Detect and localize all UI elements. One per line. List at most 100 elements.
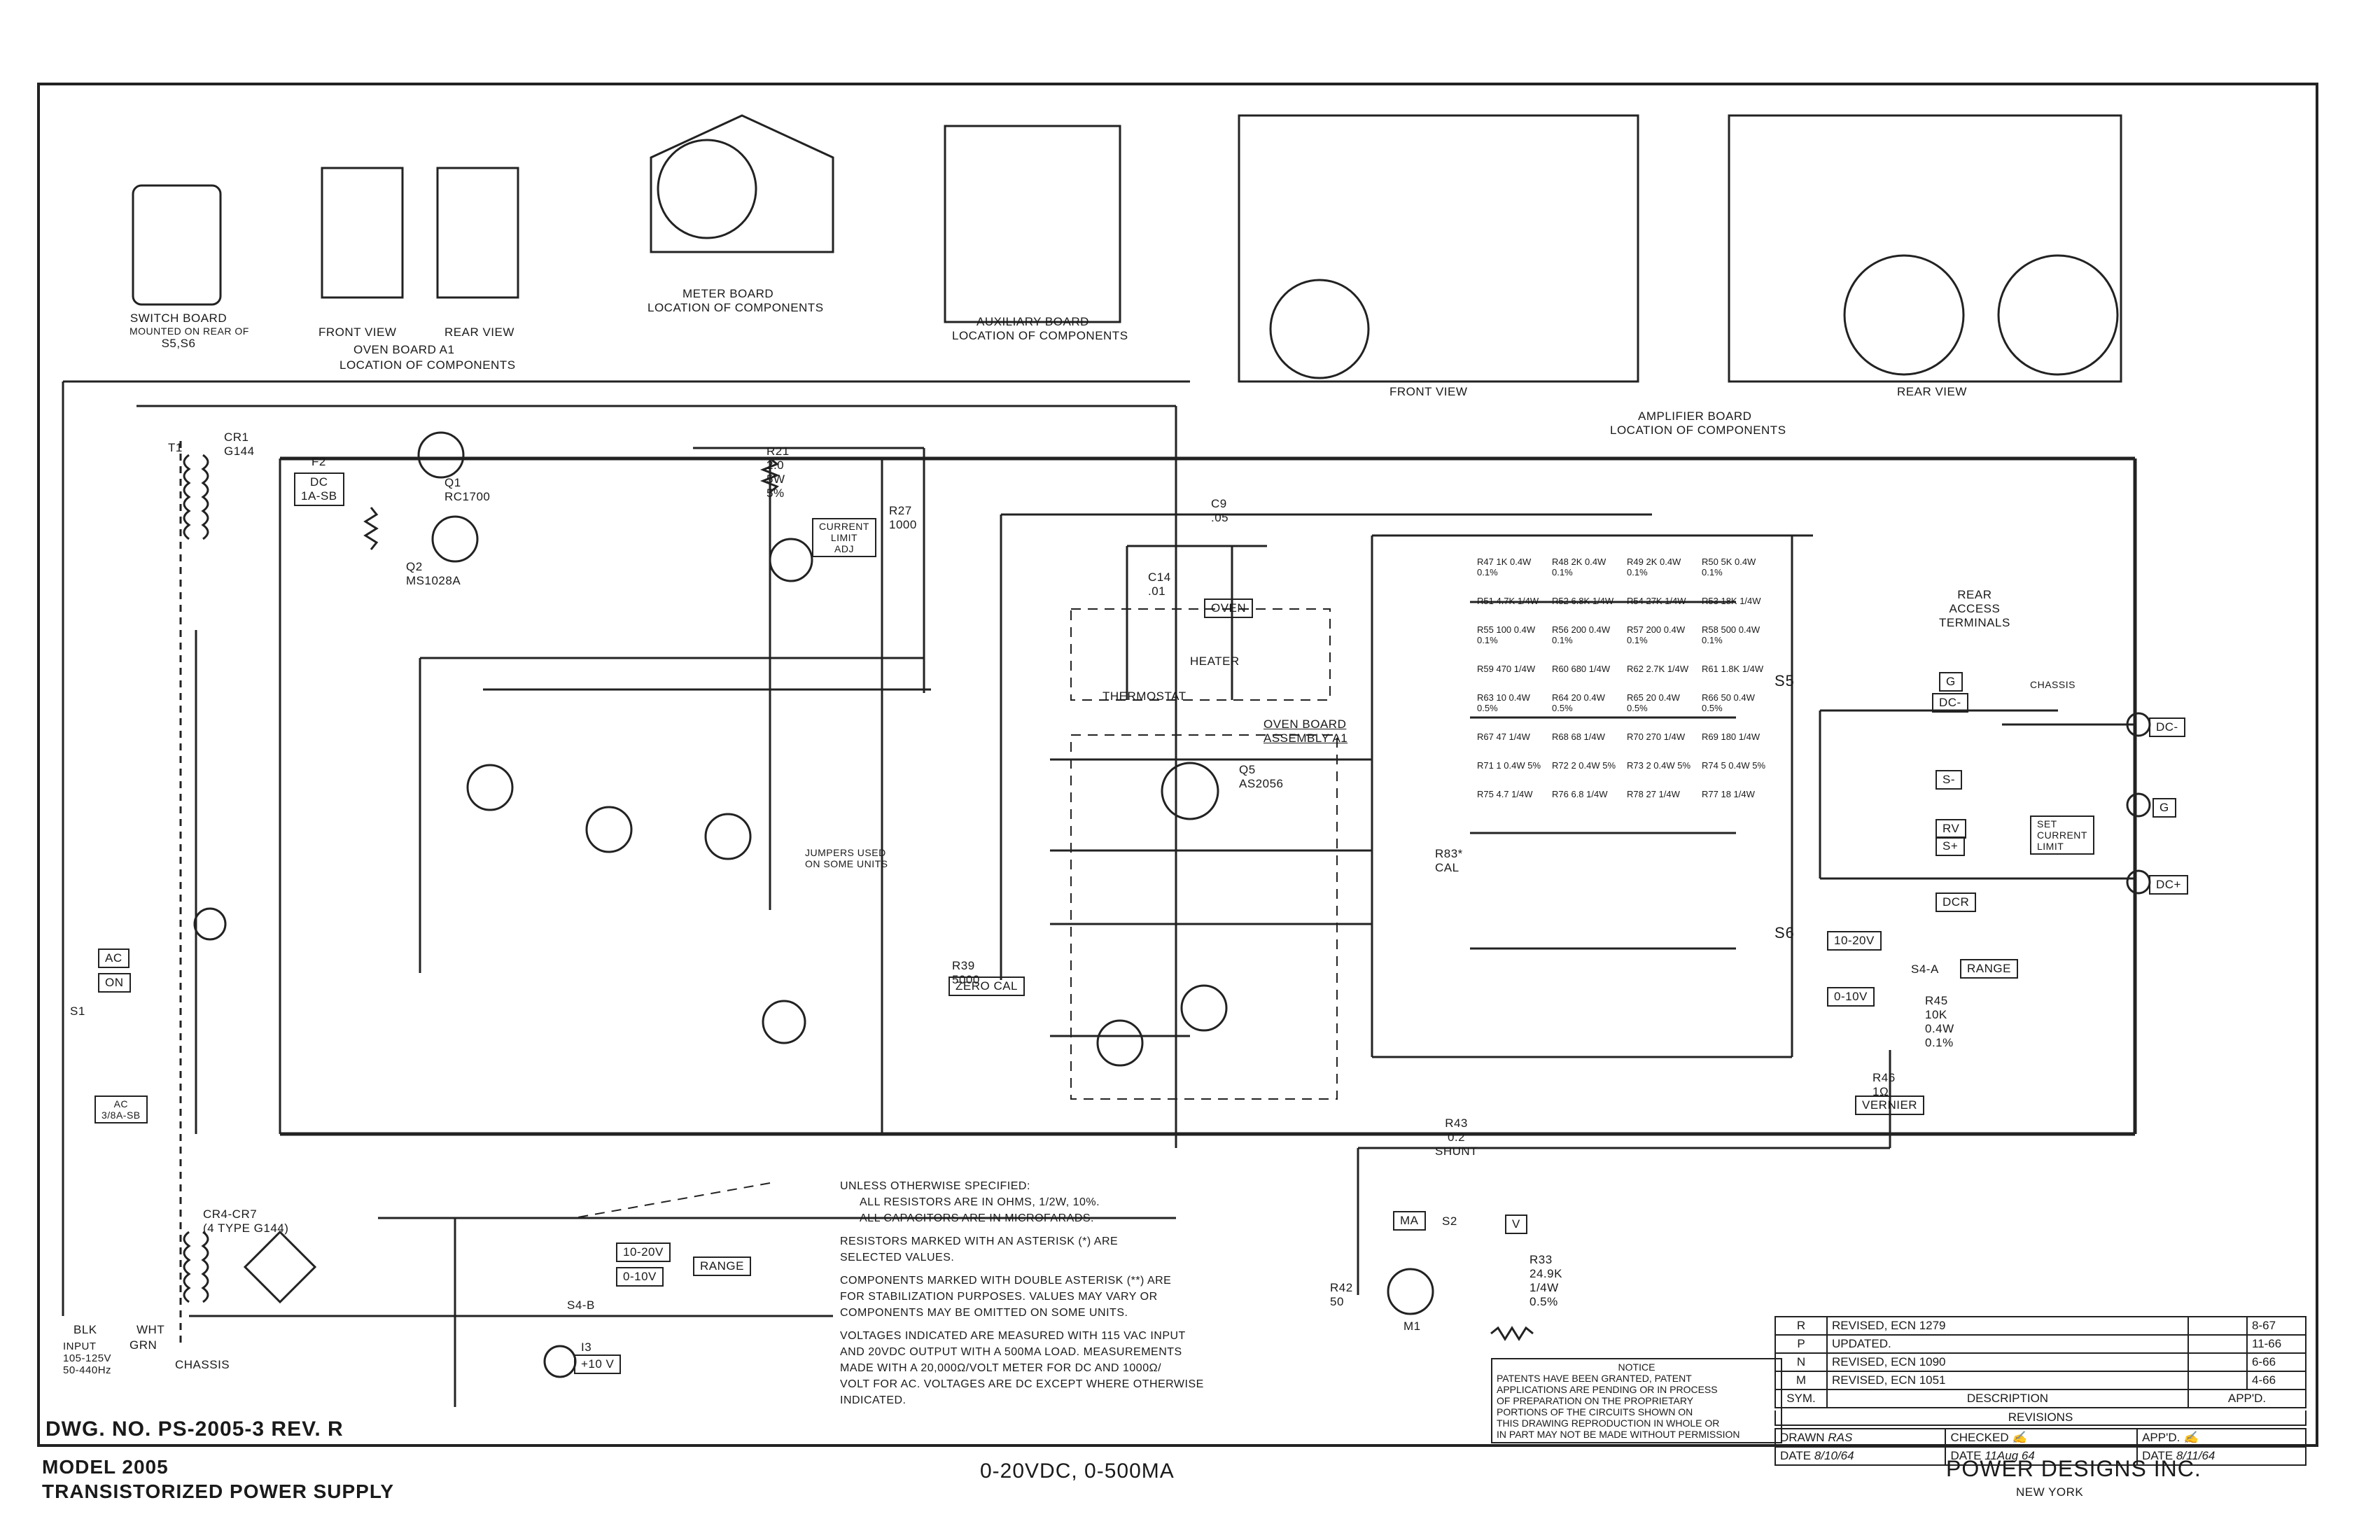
note-line: COMPONENTS MAY BE OMITTED ON SOME UNITS. — [840, 1307, 1128, 1319]
chassis-label-bottom: CHASSIS — [175, 1358, 230, 1371]
q5-label: Q5 AS2056 — [1239, 763, 1284, 790]
revision-row: R REVISED, ECN 1279 8-67 — [1774, 1316, 2306, 1336]
note-line: FOR STABILIZATION PURPOSES. VALUES MAY V… — [840, 1291, 1158, 1303]
r46-label: R46 1Ω — [1872, 1071, 1896, 1098]
drawing-number: DWG. NO. PS-2005-3 REV. R — [46, 1418, 344, 1441]
meter-v-label: V — [1505, 1214, 1527, 1234]
revision-date: 8-67 — [2246, 1316, 2306, 1336]
r39-label: R39 5000 — [952, 959, 980, 986]
resistor-cell: R63 10 0.4W 0.5% — [1477, 692, 1530, 713]
note-line: RESISTORS MARKED WITH AN ASTERISK (*) AR… — [840, 1236, 1119, 1247]
revision-row: P UPDATED. 11-66 — [1774, 1334, 2306, 1354]
company-name: POWER DESIGNS INC. — [1946, 1456, 2202, 1481]
ac-lamp-label: AC — [98, 948, 130, 968]
r21-label: R21 2.0 5W 5% — [766, 444, 790, 500]
drawn-by: RAS — [1828, 1431, 1853, 1444]
resistor-cell: R52 6.8K 1/4W — [1552, 596, 1614, 606]
s1-label: S1 — [70, 1004, 85, 1018]
terminal-rv-label: RV — [1935, 819, 1967, 839]
auxiliary-board-location-caption: LOCATION OF COMPONENTS — [952, 329, 1128, 342]
notice-line: PATENTS HAVE BEEN GRANTED, PATENT — [1497, 1373, 1692, 1384]
notice-title: NOTICE — [1618, 1362, 1656, 1373]
revision-description: REVISED, ECN 1279 — [1826, 1316, 2189, 1336]
range-label-a: RANGE — [1960, 959, 2018, 979]
revision-row: N REVISED, ECN 1090 6-66 — [1774, 1352, 2306, 1372]
resistor-cell: R54 27K 1/4W — [1627, 596, 1686, 606]
company-location: NEW YORK — [2016, 1485, 2084, 1499]
note-line: INDICATED. — [840, 1394, 906, 1406]
switch-board-caption: SWITCH BOARD MOUNTED ON REAR OF S5,S6 — [130, 312, 248, 351]
switch-board-title: SWITCH BOARD — [130, 312, 227, 325]
resistor-cell: R72 2 0.4W 5% — [1552, 760, 1616, 771]
output-rating: 0-20VDC, 0-500MA — [980, 1460, 1175, 1483]
notice-line: THIS DRAWING REPRODUCTION IN WHOLE OR — [1497, 1418, 1720, 1429]
resistor-cell: R56 200 0.4W 0.1% — [1552, 624, 1611, 645]
range-label-b: RANGE — [693, 1256, 751, 1276]
note-line: UNLESS OTHERWISE SPECIFIED: — [840, 1180, 1030, 1192]
note-line: VOLTAGES INDICATED ARE MEASURED WITH 115… — [840, 1330, 1186, 1342]
terminal-dc-minus-label: DC- — [1932, 693, 1968, 713]
revision-description: REVISED, ECN 1051 — [1826, 1371, 2189, 1390]
fuse-f2-label: F2 — [312, 455, 326, 468]
jumpers-note: JUMPERS USED ON SOME UNITS — [805, 847, 888, 869]
r33-label: R33 24.9K 1/4W 0.5% — [1530, 1253, 1562, 1308]
revision-date: 11-66 — [2246, 1334, 2306, 1354]
approval-table: DRAWN RAS CHECKED ✍ APP'D. ✍ DATE 8/10/6… — [1774, 1428, 2306, 1466]
current-limit-adj-label: CURRENT LIMIT ADJ — [812, 518, 876, 557]
revision-row: M REVISED, ECN 1051 4-66 — [1774, 1371, 2306, 1390]
resistor-cell: R61 1.8K 1/4W — [1702, 664, 1764, 674]
c9-label: C9 .05 — [1211, 497, 1229, 524]
revision-date: 6-66 — [2246, 1352, 2306, 1372]
note-line: ALL RESISTORS ARE IN OHMS, 1/2W, 10%. — [860, 1196, 1100, 1208]
wire-grn-label: GRN — [130, 1338, 158, 1352]
amplifier-board-front-view-label: FRONT VIEW — [1390, 385, 1468, 398]
resistor-cell: R67 47 1/4W — [1477, 732, 1530, 742]
range-0-10v-label: 0-10V — [1827, 987, 1875, 1007]
bridge-rectifier-label: CR4-CR7 (4 TYPE G144) — [203, 1208, 289, 1235]
resistor-cell: R60 680 1/4W — [1552, 664, 1611, 674]
notice-line: OF PREPARATION ON THE PROPRIETARY — [1497, 1395, 1694, 1406]
revision-header-description: DESCRIPTION — [1826, 1389, 2189, 1408]
revision-description: UPDATED. — [1826, 1334, 2189, 1354]
oven-board-front-view-label: FRONT VIEW — [318, 326, 397, 339]
revision-sym: M — [1774, 1371, 1828, 1390]
notice-line: IN PART MAY NOT BE MADE WITHOUT PERMISSI… — [1497, 1429, 1740, 1440]
range-10-20v-label: 10-20V — [1827, 931, 1882, 951]
switch-board-switches: S5,S6 — [161, 337, 196, 350]
appd-date: 8/11/64 — [2176, 1449, 2216, 1462]
revision-header-row: SYM. DESCRIPTION APP'D. — [1774, 1389, 2306, 1408]
meter-m1-label: M1 — [1404, 1320, 1421, 1333]
resistor-cell: R57 200 0.4W 0.1% — [1627, 624, 1686, 645]
model-number: MODEL 2005 — [42, 1456, 169, 1478]
resistor-cell: R78 27 1/4W — [1627, 789, 1680, 799]
oven-board-rear-view-label: REAR VIEW — [444, 326, 514, 339]
revision-header-appd: APP'D. — [2188, 1389, 2306, 1408]
patent-notice: NOTICE PATENTS HAVE BEEN GRANTED, PATENT… — [1491, 1358, 1782, 1443]
revision-date: 4-66 — [2246, 1371, 2306, 1390]
revision-description: REVISED, ECN 1090 — [1826, 1352, 2189, 1372]
note-line: SELECTED VALUES. — [840, 1252, 955, 1264]
q1-label: Q1 RC1700 — [444, 476, 491, 503]
revision-sym: N — [1774, 1352, 1828, 1372]
vernier-label: VERNIER — [1855, 1096, 1925, 1115]
checked-label: CHECKED — [1950, 1431, 2009, 1444]
output-dc-minus-label: DC- — [2149, 718, 2185, 737]
revisions-title-row: REVISIONS — [1774, 1410, 2306, 1426]
notice-line: PORTIONS OF THE CIRCUITS SHOWN ON — [1497, 1406, 1693, 1418]
date-label: DATE — [2142, 1449, 2174, 1462]
revisions-table: R REVISED, ECN 1279 8-67 P UPDATED. 11-6… — [1774, 1316, 2306, 1408]
drawn-date: 8/10/64 — [1814, 1449, 1854, 1462]
resistor-cell: R69 180 1/4W — [1702, 732, 1760, 742]
resistor-cell: R53 18K 1/4W — [1702, 596, 1761, 606]
resistor-cell: R58 500 0.4W 0.1% — [1702, 624, 1760, 645]
note-line: AND 20VDC OUTPUT WITH A 500MA LOAD. MEAS… — [840, 1346, 1182, 1358]
note-line: VOLT FOR AC. VOLTAGES ARE DC EXCEPT WHER… — [840, 1378, 1204, 1390]
meter-board-title: METER BOARD — [682, 287, 774, 300]
terminal-s-plus-label: S+ — [1935, 836, 1966, 856]
resistor-cell: R47 1K 0.4W 0.1% — [1477, 556, 1532, 578]
heater-label: HEATER — [1190, 654, 1240, 668]
revisions-title: REVISIONS — [1774, 1410, 2306, 1426]
ac-input-label: INPUT 105-125V 50-440Hz — [63, 1340, 112, 1376]
note-defaults: UNLESS OTHERWISE SPECIFIED: ALL RESISTOR… — [840, 1180, 1232, 1225]
resistor-cell: R76 6.8 1/4W — [1552, 789, 1608, 799]
